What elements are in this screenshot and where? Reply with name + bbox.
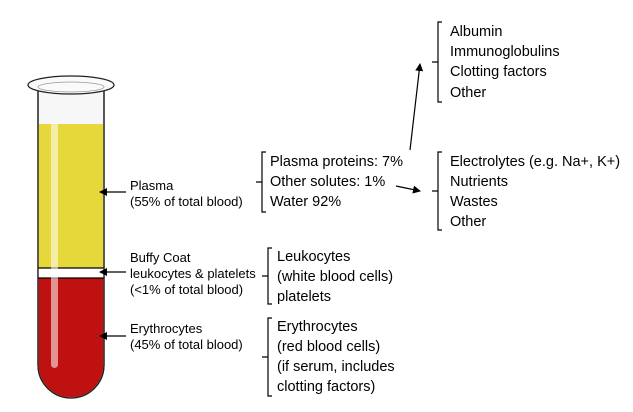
test-tube xyxy=(27,75,115,399)
protein-type: Other xyxy=(450,85,486,101)
solute-types-list: Electrolytes (e.g. Na+, K+) Nutrients Wa… xyxy=(450,154,620,230)
tube-highlight xyxy=(51,122,58,368)
tube-rim-inner xyxy=(37,81,105,93)
buffy-component: (white blood cells) xyxy=(277,269,393,285)
erythrocytes-label: Erythrocytes xyxy=(130,321,203,336)
solute-types-bracket xyxy=(432,151,442,231)
buffy-coat-label: Buffy Coat xyxy=(130,250,191,265)
buffy-bracket xyxy=(262,247,272,305)
erythro-component: Erythrocytes xyxy=(277,319,358,335)
protein-type: Albumin xyxy=(450,24,502,40)
buffy-coat-percent-label: (<1% of total blood) xyxy=(130,282,243,297)
protein-types-bracket xyxy=(432,21,442,103)
erythro-component: clotting factors) xyxy=(277,379,375,395)
erythrocyte-layer xyxy=(38,278,104,398)
buffy-component: platelets xyxy=(277,289,331,305)
plasma-percent-label: (55% of total blood) xyxy=(130,194,243,209)
protein-type: Clotting factors xyxy=(450,64,547,80)
plasma-component: Plasma proteins: 7% xyxy=(270,154,403,170)
buffy-component: Leukocytes xyxy=(277,249,350,265)
tube-outline xyxy=(37,90,105,399)
solute-type: Other xyxy=(450,214,486,230)
buffy-coat-detail-label: leukocytes & platelets xyxy=(130,266,256,281)
erythro-component: (if serum, includes xyxy=(277,359,395,375)
buffy-coat-layer xyxy=(38,268,104,278)
erythro-component: (red blood cells) xyxy=(277,339,380,355)
erythro-bracket xyxy=(262,317,272,397)
tube-rim xyxy=(27,75,115,95)
protein-types-list: Albumin Immunoglobulins Clotting factors… xyxy=(450,24,560,101)
solutes-to-types-arrow xyxy=(395,185,421,194)
erythrocytes-percent-label: (45% of total blood) xyxy=(130,337,243,352)
plasma-bracket xyxy=(256,151,266,213)
plasma-component: Other solutes: 1% xyxy=(270,174,385,190)
plasma-components-list: Plasma proteins: 7% Other solutes: 1% Wa… xyxy=(270,154,403,210)
plasma-component: Water 92% xyxy=(270,194,341,210)
proteins-to-types-arrow xyxy=(409,63,424,151)
erythro-components-list: Erythrocytes (red blood cells) (if serum… xyxy=(277,319,395,395)
plasma-label: Plasma xyxy=(130,178,174,193)
protein-type: Immunoglobulins xyxy=(450,44,560,60)
solute-type: Wastes xyxy=(450,194,498,210)
buffy-components-list: Leukocytes (white blood cells) platelets xyxy=(277,249,393,305)
solute-type: Electrolytes (e.g. Na+, K+) xyxy=(450,154,620,170)
plasma-layer xyxy=(38,124,104,268)
solute-type: Nutrients xyxy=(450,174,508,190)
